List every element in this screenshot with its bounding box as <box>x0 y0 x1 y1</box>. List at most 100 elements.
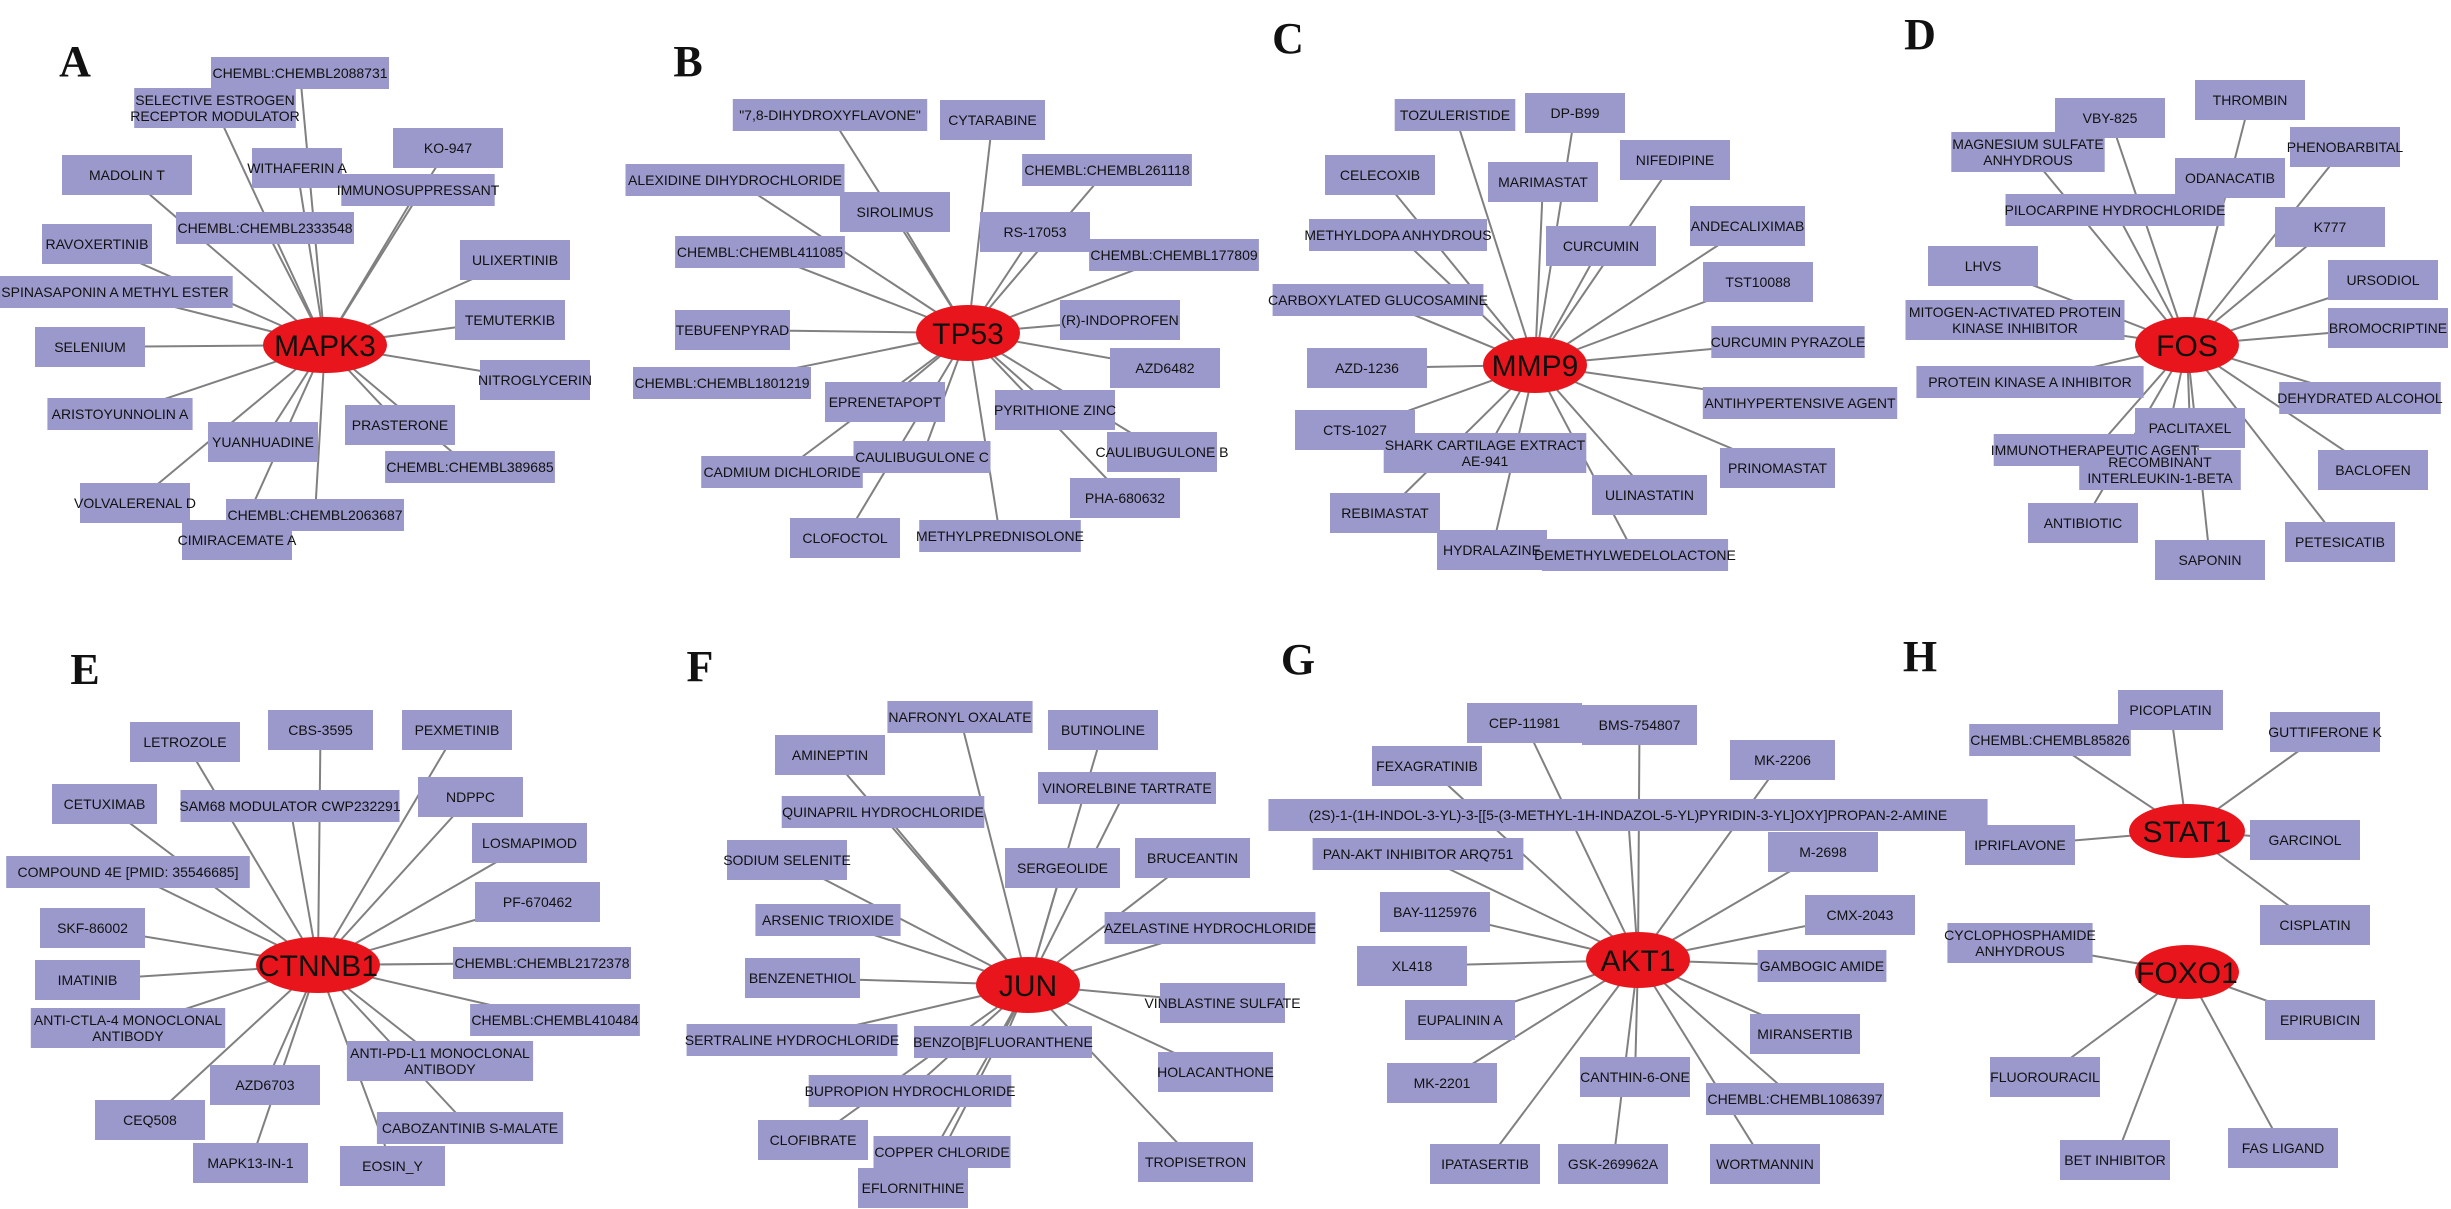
drug-e-mapk13-in-1-edge <box>249 964 319 1164</box>
hub-jun-node <box>976 957 1080 1013</box>
drug-b-clofoctol-edge <box>844 332 969 539</box>
drug-g-eupalinin-a-label-line: EUPALININ A <box>1417 1012 1503 1028</box>
drug-e-azd6703-label: AZD6703 <box>235 1077 294 1093</box>
drug-a-chembl-chembl2063687-label-line: CHEMBL:CHEMBL2063687 <box>227 507 402 523</box>
drug-e-ndppc-label: NDPPC <box>446 789 495 805</box>
drug-f-holacanthone-box <box>1158 1052 1273 1092</box>
drug-b-rs-17053-label: RS-17053 <box>1003 224 1066 240</box>
drug-c-hydralazine-box <box>1437 530 1547 570</box>
drug-c-cts-1027-label: CTS-1027 <box>1323 422 1387 438</box>
drug-c-curcumin-box <box>1546 226 1656 266</box>
drug-e-mapk13-in-1-label-line: MAPK13-IN-1 <box>207 1155 294 1171</box>
drug-b-eprenetapopt-label-line: EPRENETAPOPT <box>829 394 942 410</box>
drug-b-cadmium-dichloride-label: CADMIUM DICHLORIDE <box>703 464 860 480</box>
drug-d-recombinant-interleukin-1-beta-label-line: INTERLEUKIN-1-BETA <box>2087 470 2233 486</box>
drug-c-andecaliximab-edge <box>1534 225 1749 366</box>
drug-e-sam68-modulator-cwp232291-label-line: SAM68 MODULATOR CWP232291 <box>179 798 400 814</box>
drug-c-tst10088-label: TST10088 <box>1725 274 1791 290</box>
drug-g-eupalinin-a-label: EUPALININ A <box>1417 1012 1503 1028</box>
drug-e-anti-pd-l1-monoclonal-antibody-label-line: ANTI-PD-L1 MONOCLONAL <box>350 1045 530 1061</box>
drug-f-benzenethiol-box <box>745 958 860 998</box>
drug-b-cytarabine-box <box>940 100 1045 140</box>
hub-tp53-label: TP53 <box>932 318 1004 351</box>
drug-c-tozuleristide-label-line: TOZULERISTIDE <box>1400 107 1510 123</box>
drug-b-cytarabine-label-line: CYTARABINE <box>948 112 1036 128</box>
drug-e-cbs-3595-box <box>268 710 373 750</box>
drug-c-marimastat-edge <box>1534 181 1544 366</box>
drug-c-dp-b99-box <box>1525 93 1625 133</box>
drug-h-stat1-ipriflavone-label: IPRIFLAVONE <box>1974 837 2066 853</box>
drug-c-shark-cartilage-extract-ae-941-box <box>1383 433 1587 473</box>
drug-a-withaferin-a-label: WITHAFERIN A <box>247 160 347 176</box>
drug-c-ulinastatin-label-line: ULINASTATIN <box>1605 487 1694 503</box>
drug-h-foxo1-bet-inhibitor-label-line: BET INHIBITOR <box>2064 1152 2165 1168</box>
drug-a-immunosuppressant-label-line: IMMUNOSUPPRESSANT <box>337 182 500 198</box>
drug-e-anti-ctla-4-monoclonal-antibody-label-line: ANTIBODY <box>92 1028 164 1044</box>
drug-g-gsk-269962a-label: GSK-269962A <box>1568 1156 1659 1172</box>
drug-g-wortmannin-label: WORTMANNIN <box>1716 1156 1814 1172</box>
drug-e-anti-pd-l1-monoclonal-antibody-label-line: ANTIBODY <box>404 1061 476 1077</box>
drug-e-imatinib-box <box>35 960 140 1000</box>
drug-f-copper-chloride-label-line: COPPER CHLORIDE <box>874 1144 1009 1160</box>
drug-e-cabozantinib-s-malate-label: CABOZANTINIB S-MALATE <box>382 1120 558 1136</box>
drug-b-chembl-chembl261118-label: CHEMBL:CHEMBL261118 <box>1024 162 1189 178</box>
drug-b-methylprednisolone-label: METHYLPREDNISOLONE <box>916 528 1084 544</box>
drug-a-madolin-t-label-line: MADOLIN T <box>89 167 165 183</box>
drug-b-pyrithione-zinc-box <box>995 390 1115 430</box>
drug-d-odanacatib-box <box>2175 158 2285 198</box>
drug-c-andecaliximab-label-line: ANDECALIXIMAB <box>1691 218 1805 234</box>
drug-d-ursodiol-box <box>2328 260 2438 300</box>
drug-b-cadmium-dichloride-box <box>701 456 863 488</box>
drug-f-bupropion-hydrochloride-label-line: BUPROPION HYDROCHLORIDE <box>805 1083 1016 1099</box>
drug-a-prasterone-label: PRASTERONE <box>352 417 448 433</box>
drug-b-clofoctol-box <box>790 518 900 558</box>
drug-e-pexmetinib-label: PEXMETINIB <box>415 722 500 738</box>
drug-h-stat1-garcinol-box <box>2250 820 2360 860</box>
drug-h-stat1-guttiferone-k-label: GUTTIFERONE K <box>2268 724 2382 740</box>
drug-h-foxo1-epirubicin-label-line: EPIRUBICIN <box>2280 1012 2360 1028</box>
drug-c-curcumin-pyrazole-label-line: CURCUMIN PYRAZOLE <box>1711 334 1866 350</box>
drug-b-eprenetapopt-box <box>825 382 945 422</box>
drug-g-gambogic-amide-label-line: GAMBOGIC AMIDE <box>1760 958 1884 974</box>
drug-d-vby-825-label: VBY-825 <box>2083 110 2138 126</box>
hub-mmp9-node <box>1483 337 1587 393</box>
drug-a-immunosuppressant-label: IMMUNOSUPPRESSANT <box>337 182 500 198</box>
drug-a-ulixertinib-box <box>460 240 570 280</box>
hub-mapk3-label: MAPK3 <box>274 330 376 363</box>
drug-f-benzo-b-fluoranthene-label-line: BENZO[B]FLUORANTHENE <box>913 1034 1093 1050</box>
drug-a-ulixertinib-label-line: ULIXERTINIB <box>472 252 558 268</box>
drug-b-alexidine-dihydrochloride-box <box>625 164 845 196</box>
drug-e-cetuximab-label: CETUXIMAB <box>64 796 146 812</box>
drug-f-vinblastine-sulfate-label: VINBLASTINE SULFATE <box>1144 995 1300 1011</box>
drug-a-cimiracemate-a-label: CIMIRACEMATE A <box>178 532 297 548</box>
drug-d-dehydrated-alcohol-label: DEHYDRATED ALCOHOL <box>2277 390 2443 406</box>
drug-f-quinapril-hydrochloride-edge <box>882 811 1029 986</box>
drug-b-r-indoprofen-label: (R)-INDOPROFEN <box>1061 312 1178 328</box>
drug-b-alexidine-dihydrochloride-label-line: ALEXIDINE DIHYDROCHLORIDE <box>628 172 842 188</box>
drug-b-sirolimus-label-line: SIROLIMUS <box>856 204 933 220</box>
drug-h-stat1-picoplatin-label: PICOPLATIN <box>2129 702 2211 718</box>
drug-c-celecoxib-label: CELECOXIB <box>1340 167 1420 183</box>
drug-d-magnesium-sulfate-anhydrous-label-line: MAGNESIUM SULFATE <box>1952 136 2103 152</box>
drug-b-clofoctol-label-line: CLOFOCTOL <box>802 530 888 546</box>
drug-c-tozuleristide-box <box>1394 99 1516 131</box>
drug-a-chembl-chembl2088731-box <box>211 57 389 89</box>
panel-letter-a: A <box>59 37 91 86</box>
drug-f-sodium-selenite-edge <box>786 859 1029 986</box>
drug-g-ipatasertib-box <box>1430 1144 1540 1184</box>
drug-c-nifedipine-label-line: NIFEDIPINE <box>1636 152 1715 168</box>
drug-f-benzenethiol-label-line: BENZENETHIOL <box>749 970 857 986</box>
drug-h-foxo1-fas-ligand-box <box>2228 1128 2338 1168</box>
drug-a-cimiracemate-a-label-line: CIMIRACEMATE A <box>178 532 297 548</box>
hub-akt1-node <box>1586 932 1690 988</box>
drug-c-hydralazine-label: HYDRALAZINE <box>1443 542 1541 558</box>
drug-c-hydralazine-label-line: HYDRALAZINE <box>1443 542 1541 558</box>
drug-a-ravoxertinib-label: RAVOXERTINIB <box>46 236 149 252</box>
drug-d-pilocarpine-hydrochloride-label: PILOCARPINE HYDROCHLORIDE <box>2005 202 2226 218</box>
drug-f-arsenic-trioxide-label-line: ARSENIC TRIOXIDE <box>762 912 894 928</box>
drug-c-methyldopa-anhydrous-label: METHYLDOPA ANHYDROUS <box>1304 227 1491 243</box>
drug-b-chembl-chembl411085-label-line: CHEMBL:CHEMBL411085 <box>677 244 843 260</box>
drug-b-chembl-chembl1801219-box <box>633 367 811 399</box>
